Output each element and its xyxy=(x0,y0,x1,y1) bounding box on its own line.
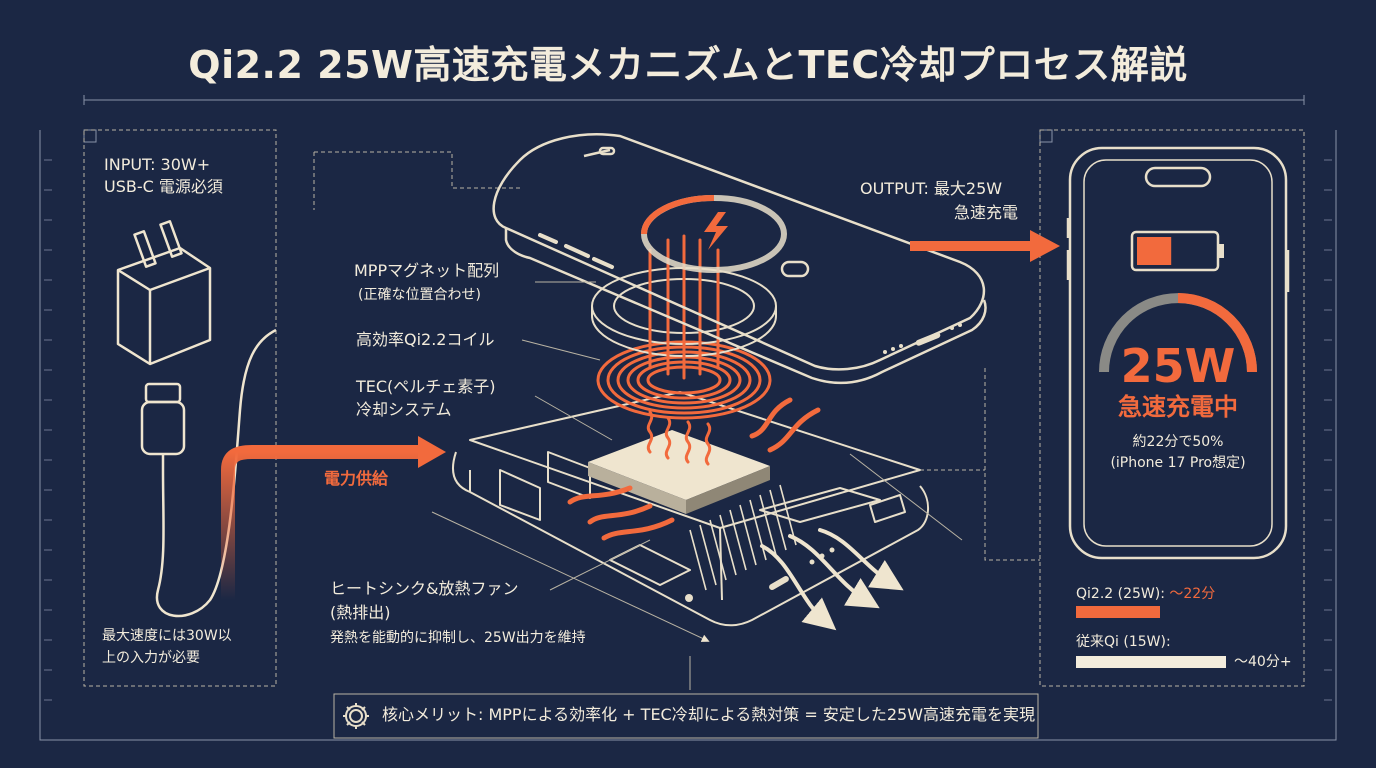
label-leaders xyxy=(521,281,651,591)
tec-pad xyxy=(588,430,770,514)
input-note-line2: 上の入力が必要 xyxy=(102,650,200,666)
heatsink-label-line2: (熱排出) xyxy=(330,603,391,622)
page-title: Qi2.2 25W高速充電メカニズムとTEC冷却プロセス解説 xyxy=(188,43,1188,87)
usb-c-cable-icon xyxy=(140,328,277,618)
charge-detail-line1: 約22分で50% xyxy=(1132,434,1224,450)
footer-box xyxy=(333,693,1039,739)
input-note-line1: 最大速度には30W以 xyxy=(102,628,232,644)
heatsink-label-line1: ヒートシンク&放熱ファン xyxy=(330,579,519,598)
comparison-label-qi22: Qi2.2 (25W): 〜22分 xyxy=(1076,586,1215,602)
heat-waves xyxy=(646,410,712,466)
exhaust-arrows xyxy=(760,528,904,631)
power-flow-arrow xyxy=(221,445,420,600)
charging-status: 急速充電中 xyxy=(1118,393,1238,421)
charger-base xyxy=(452,391,929,627)
gauge-fill xyxy=(1177,293,1257,373)
comparison-bar-qi-legacy xyxy=(1076,656,1226,668)
output-label-line2: 急速充電 xyxy=(954,203,1019,222)
input-label-line2: USB-C 電源必須 xyxy=(104,177,223,196)
leader-top xyxy=(313,151,520,210)
ruler-ticks-right xyxy=(1324,159,1332,701)
mpp-sublabel: (正確な位置合わせ) xyxy=(358,287,481,303)
comparison-bar-qi22 xyxy=(1076,606,1160,618)
output-arrow-head xyxy=(1030,230,1060,262)
leader-right xyxy=(920,368,1040,561)
comparison-qi22-name: Qi2.2 (25W): xyxy=(1076,586,1165,602)
qi-coil xyxy=(596,340,772,420)
phone-bottom-port xyxy=(883,323,962,354)
battery-icon xyxy=(1130,230,1224,272)
wattage-readout: 25W xyxy=(1120,339,1236,393)
ruler-ticks-left xyxy=(44,159,52,701)
battery-fill xyxy=(1137,237,1172,265)
power-flow-arrow-head xyxy=(418,436,446,468)
phone-exploded xyxy=(492,133,987,384)
charge-detail-line2: (iPhone 17 Pro想定) xyxy=(1110,455,1246,471)
comparison-label-qi-legacy: 従来Qi (15W): xyxy=(1076,634,1171,650)
comparison-qi22-value: 〜22分 xyxy=(1169,586,1216,602)
footer-summary: 核心メリット: MPPによる効率化 + TEC冷却による熱対策 = 安定した25… xyxy=(382,705,1036,724)
base-ports xyxy=(685,547,835,602)
lightning-bolt-icon xyxy=(704,212,728,250)
dimension-lines xyxy=(431,453,963,690)
power-supply-label: 電力供給 xyxy=(324,469,389,488)
tec-label-line2: 冷却システム xyxy=(356,400,452,419)
heat-exhaust-arrows-up xyxy=(749,397,821,453)
phone-camera-pill xyxy=(780,260,810,278)
input-panel-frame xyxy=(83,129,277,687)
comparison-qi-legacy-value: 〜40分+ xyxy=(1234,654,1292,670)
coil-label: 高効率Qi2.2コイル xyxy=(356,330,495,349)
charge-gauge xyxy=(1099,293,1257,373)
output-panel-frame xyxy=(1039,129,1305,687)
heatsink-label-line3: 発熱を能動的に抑制し、25W出力を維持 xyxy=(330,630,586,646)
heat-flow-arrows-in xyxy=(567,485,675,541)
output-label-line1: OUTPUT: 最大25W xyxy=(860,179,1003,198)
phone-upright xyxy=(1066,146,1290,560)
phone-side-buttons xyxy=(538,233,614,269)
input-label-line1: INPUT: 30W+ xyxy=(104,155,211,174)
phone-magsafe-ring xyxy=(641,195,787,273)
tec-label-line1: TEC(ペルチェ素子) xyxy=(356,377,496,396)
mpp-label: MPPマグネット配列 xyxy=(354,261,500,280)
comparison-bars xyxy=(1076,606,1226,668)
wall-charger-icon xyxy=(116,220,212,366)
gear-icon xyxy=(343,703,369,729)
heatsink-fins xyxy=(689,484,797,591)
